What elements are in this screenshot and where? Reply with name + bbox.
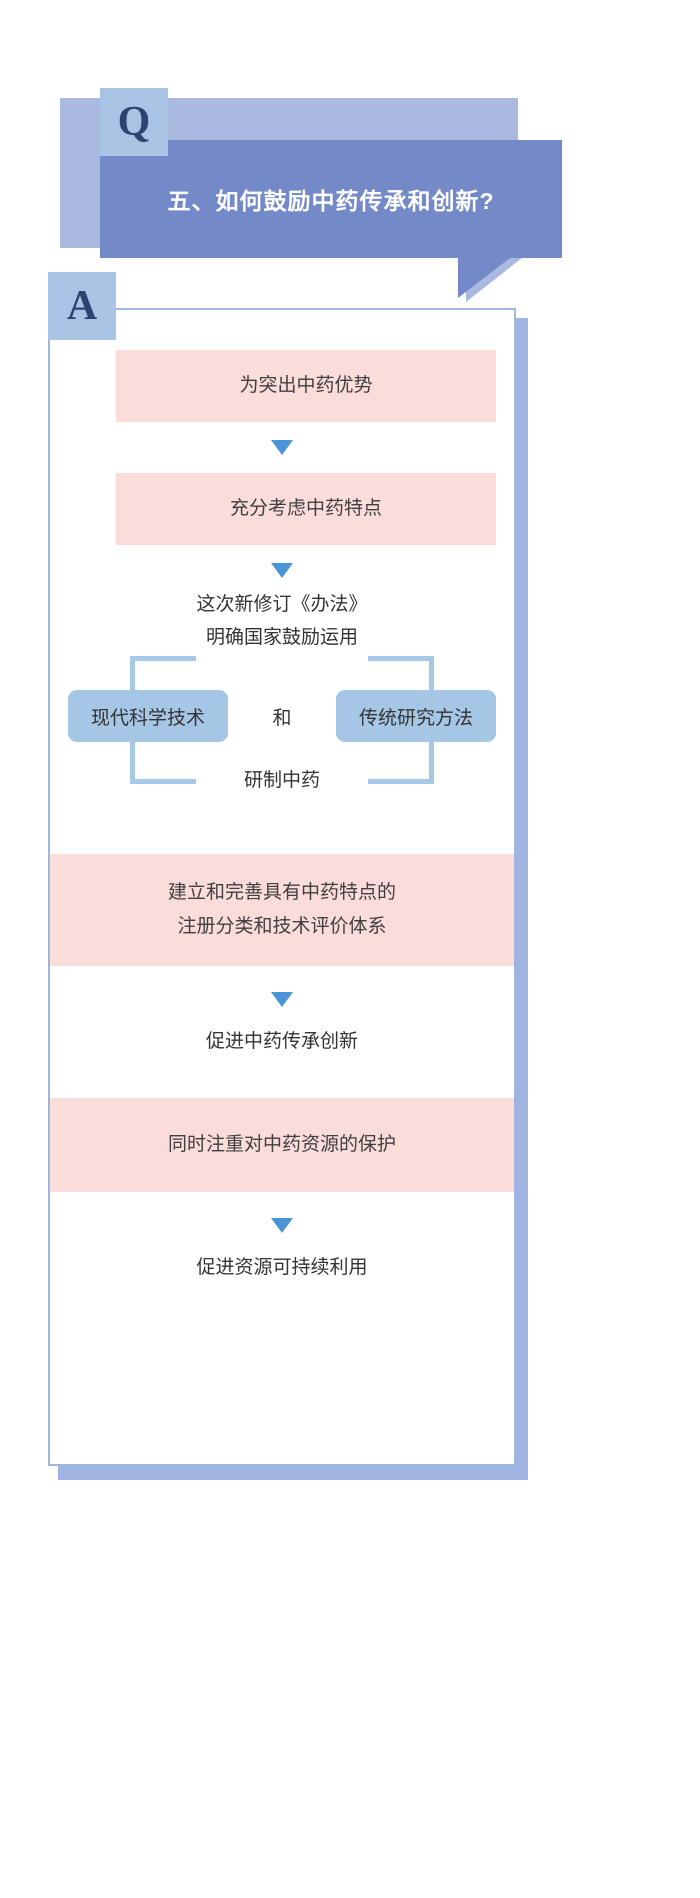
- branch-caption-line1: 这次新修订《办法》: [196, 594, 368, 615]
- branch-caption: 这次新修订《办法》 明确国家鼓励运用: [50, 588, 514, 654]
- flow-gap-3: [50, 545, 514, 563]
- question-bubble-tail: [458, 258, 510, 298]
- answer-flow: 为突出中药优势 充分考虑中药特点 这次新修订《办法》 明确国家鼓励运用: [50, 310, 514, 1284]
- flow-step-plain-2: 促进资源可持续利用: [196, 1257, 368, 1278]
- branch-connector-left-h: [130, 656, 196, 661]
- branch-caption-line2: 明确国家鼓励运用: [205, 627, 358, 648]
- flow-step-plain-1: 促进中药传承创新: [205, 1031, 358, 1052]
- question-title-wrap: 五、如何鼓励中药传承和创新?: [100, 140, 562, 258]
- branch-chip-left-label: 现代科学技术: [90, 707, 205, 729]
- flow-step-band-1: 为突出中药优势: [116, 350, 496, 422]
- branch-chip-right: 传统研究方法: [336, 690, 496, 742]
- flow-gap-9: [50, 1233, 514, 1251]
- branch-connector-left-v2: [130, 742, 135, 784]
- branch-connector-right-h2: [368, 779, 434, 784]
- flow-gap-1: [50, 422, 514, 440]
- flow-step-band-2: 充分考虑中药特点: [116, 473, 496, 545]
- question-block: 五、如何鼓励中药传承和创新? Q: [48, 44, 562, 302]
- flow-step-band-3-line2: 注册分类和技术评价体系: [177, 916, 387, 937]
- question-badge: Q: [100, 88, 168, 156]
- question-bubble: [100, 140, 562, 258]
- flow-spacer-top: [50, 310, 514, 350]
- flow-gap-6: [50, 1007, 514, 1025]
- flow-arrow-1: [271, 440, 293, 455]
- flow-step-band-3: 建立和完善具有中药特点的 注册分类和技术评价体系: [50, 854, 514, 966]
- flow-gap-4: [50, 828, 514, 854]
- flow-arrow-3: [271, 992, 293, 1007]
- flow-gap-2: [50, 455, 514, 473]
- branch-foot-label: 研制中药: [243, 770, 320, 791]
- branch-connector-right-v2: [429, 742, 434, 784]
- branch-connector-right-v: [429, 656, 434, 696]
- flow-branch: 这次新修订《办法》 明确国家鼓励运用 现代科学技术 和 传统研究方法: [50, 578, 514, 828]
- flow-gap-8: [50, 1192, 514, 1218]
- answer-badge: A: [48, 272, 116, 340]
- answer-badge-letter: A: [66, 283, 98, 329]
- flow-arrow-2: [271, 563, 293, 578]
- branch-conjunction: 和: [272, 707, 292, 729]
- branch-connector-left-h2: [130, 779, 196, 784]
- flow-step-band-3-line1: 建立和完善具有中药特点的: [167, 882, 396, 903]
- flow-step-band-4: 同时注重对中药资源的保护: [50, 1098, 514, 1192]
- flow-arrow-4: [271, 1218, 293, 1233]
- branch-chip-right-label: 传统研究方法: [358, 707, 473, 729]
- branch-connector-right-h: [368, 656, 434, 661]
- branch-chip-left: 现代科学技术: [68, 690, 228, 742]
- flow-gap-5: [50, 966, 514, 992]
- branch-connector-left-v: [130, 656, 135, 696]
- question-title: 五、如何鼓励中药传承和创新?: [167, 188, 495, 214]
- flow-gap-7: [50, 1058, 514, 1098]
- question-badge-letter: Q: [117, 99, 151, 145]
